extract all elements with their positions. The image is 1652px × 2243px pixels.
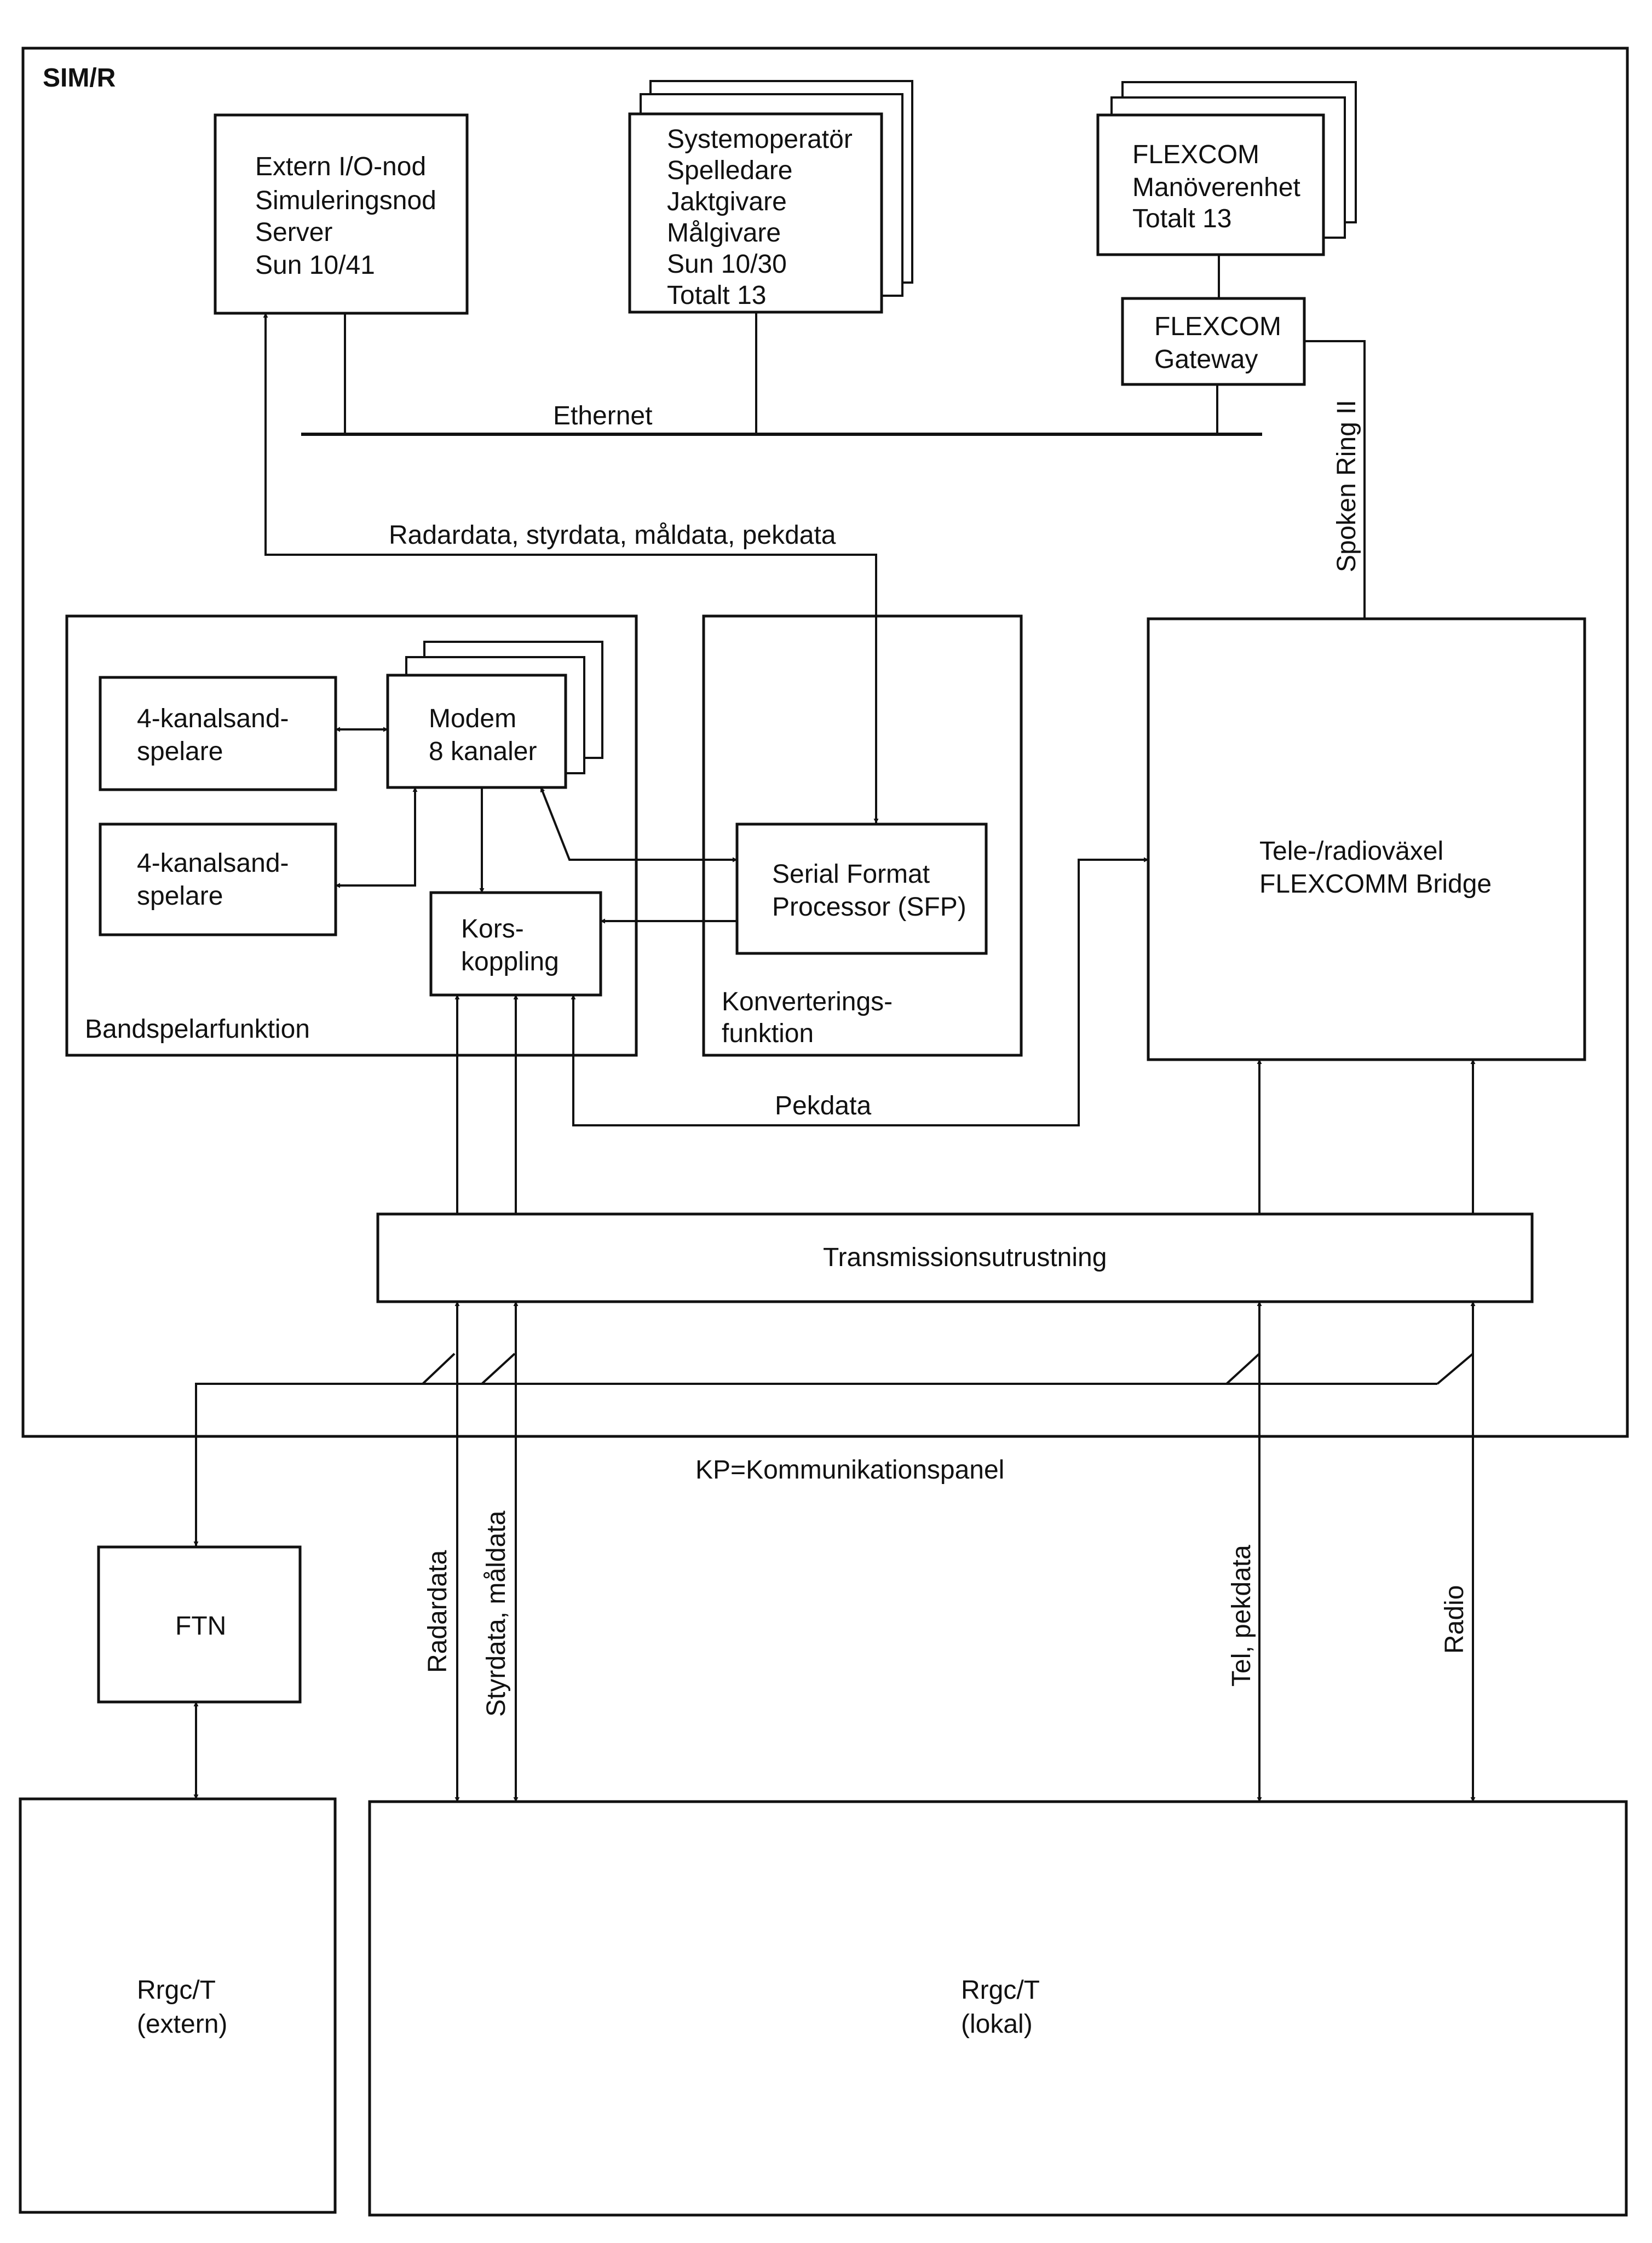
- bridge-text: Tele-/radioväxel FLEXCOMM Bridge: [1259, 837, 1492, 899]
- sim-r-frame: [21, 47, 1629, 1438]
- rrgc-extern-text: Rrgc/T (extern): [137, 1976, 227, 2039]
- extern-io-node-text: Extern I/O-nod Simuleringsnod Server Sun…: [255, 152, 444, 280]
- spoken-ring-line: [1304, 340, 1366, 619]
- pekdata-label: Pekdata: [775, 1091, 871, 1120]
- modem-text: Modem 8 kanaler: [429, 704, 537, 766]
- korskoppling-box: [429, 891, 602, 997]
- ftn-text: FTN: [175, 1612, 226, 1641]
- tape-recorder-2-text: 4-kanalsand- spelare: [137, 849, 296, 911]
- kp-switch-3: [1225, 1353, 1260, 1385]
- data-flow-label: Radardata, styrdata, måldata, pekdata: [389, 521, 836, 550]
- ftn-box: [97, 1545, 302, 1704]
- operator-text: Systemoperatör Spelledare Jaktgivare Mål…: [667, 125, 860, 310]
- tape-recorder-2-box: [99, 823, 337, 936]
- kp-label: KP=Kommunikationspanel: [695, 1456, 1004, 1485]
- kp-switch-2: [481, 1353, 516, 1385]
- tel-pekdata-vlabel: Tel, pekdata: [1227, 1545, 1256, 1687]
- flexcom-gateway-box: [1121, 297, 1306, 386]
- ethernet-label: Ethernet: [553, 401, 652, 430]
- tape2-modem-link: [335, 787, 418, 888]
- sfp-box: [735, 823, 988, 955]
- transmission-box: [376, 1212, 1534, 1303]
- rrgc-extern-box: [19, 1797, 337, 2214]
- tape-recorder-1-text: 4-kanalsand- spelare: [137, 704, 296, 766]
- flexcom-unit-box: [1096, 113, 1325, 256]
- rrgc-lokal-box: [368, 1800, 1628, 2217]
- transmission-text: Transmissionsutrustning: [823, 1243, 1107, 1272]
- flexcom-unit-text: FLEXCOM Manöverenhet Totalt 13: [1132, 140, 1308, 233]
- sim-r-label: SIM/R: [43, 64, 116, 93]
- korskoppling-text: Kors- koppling: [461, 915, 559, 976]
- kp-switch-4: [1436, 1353, 1474, 1385]
- radardata-vlabel: Radardata: [423, 1550, 452, 1673]
- spoken-ring-label: Spoken Ring II: [1332, 400, 1361, 572]
- styrdata-vlabel: Styrdata, måldata: [482, 1511, 511, 1717]
- modem-box: [386, 674, 567, 789]
- extern-io-node-box: [214, 113, 469, 315]
- pekdata-route: [571, 857, 1149, 1126]
- rrgc-lokal-text: Rrgc/T (lokal): [961, 1976, 1046, 2039]
- radio-vlabel: Radio: [1440, 1585, 1469, 1654]
- bridge-box: [1147, 617, 1586, 1061]
- konvertering-label: Konverterings- funktion: [722, 987, 900, 1048]
- flexcom-gateway-text: FLEXCOM Gateway: [1154, 312, 1288, 374]
- kp-switch-line: [195, 1353, 456, 1499]
- tape-recorder-1-box: [99, 676, 337, 791]
- modem-sfp-link: [540, 787, 738, 862]
- bandspelar-label: Bandspelarfunktion: [85, 1015, 310, 1044]
